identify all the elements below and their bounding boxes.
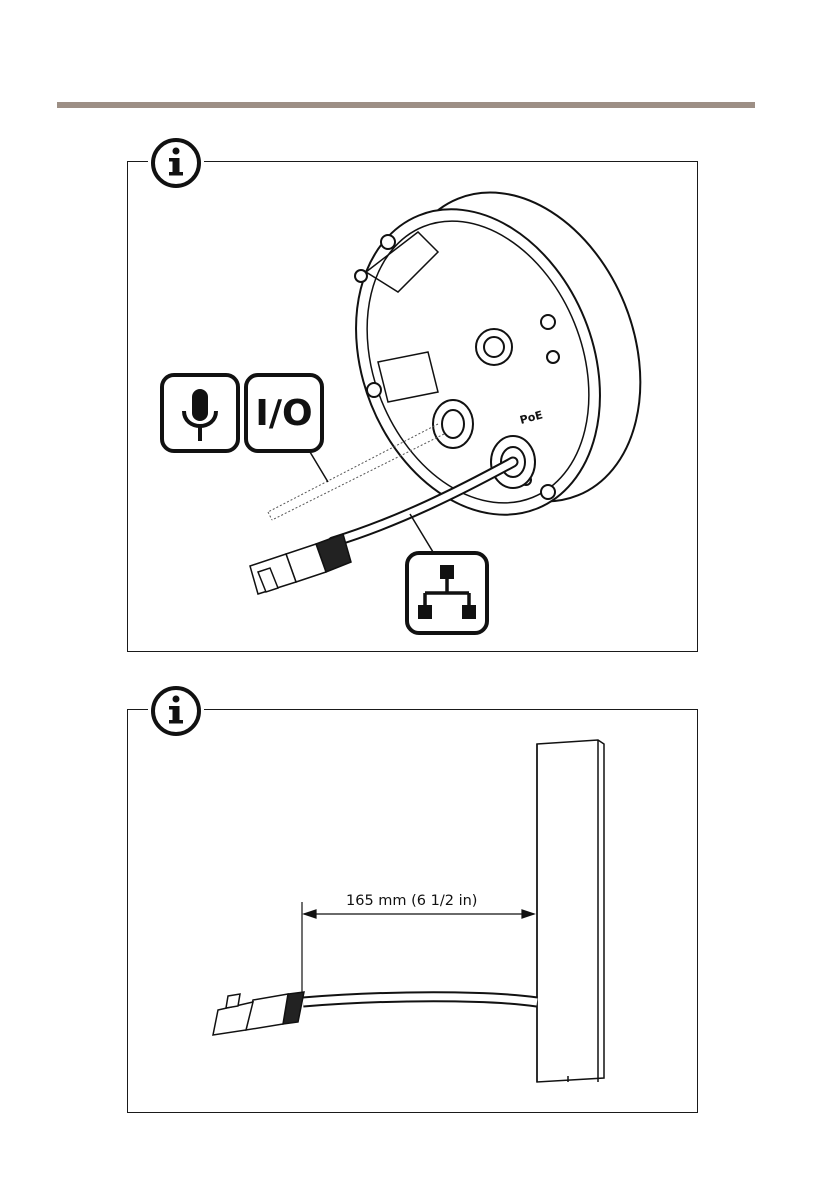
microphone-icon xyxy=(160,373,240,453)
figure-cable-routing: PoE xyxy=(127,161,698,652)
junction-box xyxy=(312,162,684,552)
header-rule xyxy=(57,102,755,108)
io-label: I/O xyxy=(255,393,312,434)
dimension-line xyxy=(302,902,534,1000)
box-side-profile xyxy=(537,740,604,1082)
cable-length-illustration xyxy=(128,710,699,1114)
info-icon xyxy=(148,684,204,738)
network-icon xyxy=(405,551,489,635)
dimension-label: 165 mm (6 1/2 in) xyxy=(346,893,477,909)
rj45-connector xyxy=(213,992,304,1035)
info-icon xyxy=(148,136,204,190)
rj45-connector xyxy=(250,534,351,594)
figure-cable-length xyxy=(127,709,698,1113)
io-icon: I/O xyxy=(244,373,324,453)
